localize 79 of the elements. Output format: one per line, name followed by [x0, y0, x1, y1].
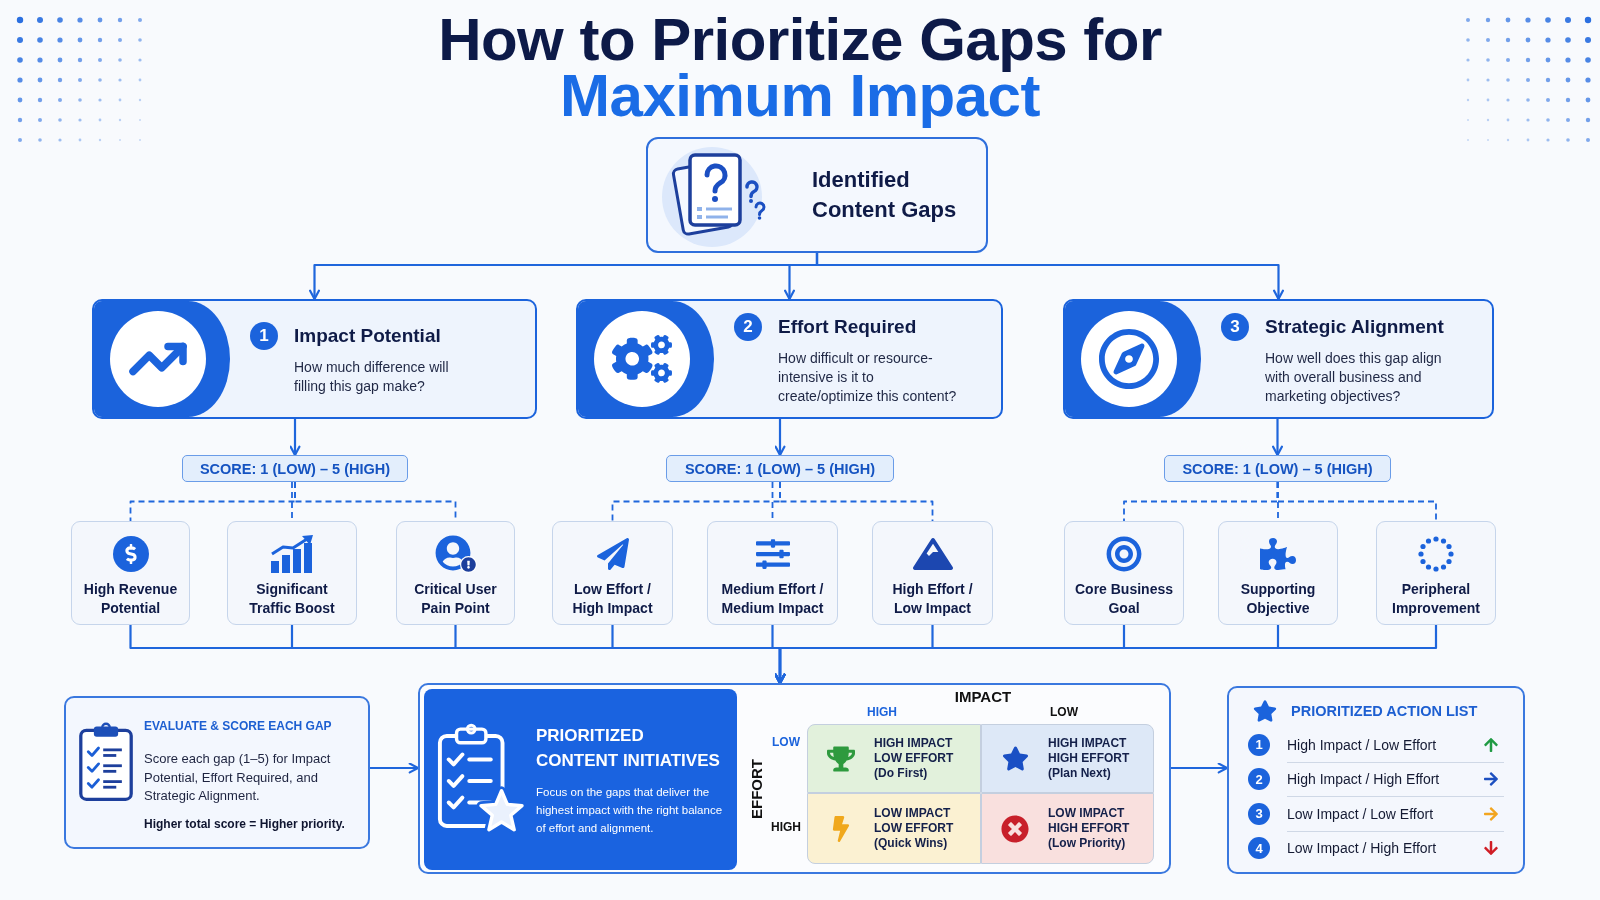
matrix-panel [418, 683, 1171, 874]
card-title: Impact Potential [294, 325, 441, 347]
score-scale-chip [666, 455, 894, 482]
criterion-card [92, 299, 537, 419]
matrix-quadrant [981, 724, 1154, 793]
card-title: Identified Content Gaps [812, 166, 958, 224]
arrow [370, 762, 420, 774]
option-card [71, 521, 190, 625]
option-label: Peripheral Improvement [1391, 580, 1481, 618]
emphasis-text: Higher total score = Higher priority. [144, 815, 346, 832]
option-card [1376, 521, 1496, 625]
card-description: How well does this gap align with overall business and marketing objectives? [1265, 348, 1443, 406]
action-item-text: Low Impact / Low Effort [1287, 805, 1435, 822]
axis-title: IMPACT [954, 688, 1012, 706]
action-item-text: High Impact / Low Effort [1287, 736, 1438, 753]
card-description: How much difference will filling this gap make? [294, 358, 450, 396]
card-title: Effort Required [778, 315, 917, 338]
source-card [646, 137, 988, 253]
option-label: High Effort / Low Impact [891, 580, 974, 618]
matrix-quadrant [807, 724, 981, 793]
section-heading: PRIORITIZED ACTION LIST [1291, 703, 1478, 719]
dashed-connector [1276, 481, 1437, 522]
arrow [289, 419, 301, 457]
arrow [815, 253, 1284, 301]
option-card [552, 521, 673, 625]
option-label: Significant Traffic Boost [248, 580, 336, 618]
arrow [1272, 419, 1283, 457]
section-heading: EVALUATE & SCORE EACH GAP [144, 718, 333, 734]
axis-tick-label: LOW [1050, 706, 1078, 720]
card-description: How difficult or resource-intensive is it to create/optimize this content? [778, 348, 958, 406]
matrix-quadrant [807, 793, 981, 864]
arrow [1171, 762, 1229, 774]
option-card [1218, 521, 1338, 625]
option-label: Critical User Pain Point [413, 580, 498, 618]
action-item-text: Low Impact / High Effort [1287, 840, 1438, 857]
criterion-card [576, 299, 1003, 419]
score-scale-text: SCORE: 1 (LOW) – 5 (HIGH) [1182, 460, 1373, 477]
action-list-card [1227, 686, 1525, 874]
description-text: Score each gap (1–5) for Impact Potential, Effort Required, and Strategic Alignment. [144, 750, 332, 805]
axis-tick-label: LOW [772, 736, 800, 750]
arrow [774, 419, 786, 457]
axis-title: EFFORT [748, 759, 766, 819]
option-card [227, 521, 357, 625]
option-label: Medium Effort / Medium Impact [720, 580, 825, 618]
score-scale-chip [1164, 455, 1391, 482]
step-number: 4 [1248, 837, 1270, 860]
step-number: 3 [1221, 312, 1249, 341]
option-label: High Revenue Potential [82, 580, 179, 618]
option-label: Supporting Objective [1239, 580, 1317, 618]
step-number: 1 [1248, 733, 1270, 756]
quadrant-label: LOW IMPACT LOW EFFORT (Quick Wins) [874, 806, 955, 851]
score-scale-text: SCORE: 1 (LOW) – 5 (HIGH) [684, 460, 876, 477]
card-title: Strategic Alignment [1265, 315, 1444, 338]
score-scale-chip [182, 455, 408, 482]
step-number: 1 [250, 322, 278, 350]
action-item-text: High Impact / High Effort [1287, 771, 1441, 788]
initiatives-panel [424, 689, 737, 870]
step-number: 3 [1248, 802, 1270, 825]
axis-tick-label: HIGH [867, 706, 897, 720]
criterion-card [1063, 299, 1494, 419]
axis-tick-label: HIGH [771, 821, 801, 835]
dashed-connector [779, 481, 934, 522]
matrix-quadrant [981, 793, 1154, 864]
quadrant-label: LOW IMPACT HIGH EFFORT (Low Priority) [1048, 806, 1131, 851]
panel-heading: PRIORITIZED CONTENT INITIATIVES [536, 724, 721, 772]
option-card [872, 521, 993, 625]
option-label: Core Business Goal [1073, 580, 1174, 618]
step-number: 2 [1248, 768, 1270, 791]
option-card [707, 521, 838, 625]
quadrant-label: HIGH IMPACT LOW EFFORT (Do First) [874, 736, 955, 781]
option-label: Low Effort / High Impact [571, 580, 654, 618]
quadrant-label: HIGH IMPACT HIGH EFFORT (Plan Next) [1048, 736, 1131, 781]
score-scale-text: SCORE: 1 (LOW) – 5 (HIGH) [199, 460, 391, 477]
option-card [1064, 521, 1184, 625]
arrow [774, 625, 1438, 685]
step-number: 2 [734, 312, 762, 341]
option-card [396, 521, 515, 625]
evaluation-card [64, 696, 370, 849]
panel-description: Focus on the gaps that deliver the highest impact with the right balance of effort and alignment. [536, 784, 724, 836]
